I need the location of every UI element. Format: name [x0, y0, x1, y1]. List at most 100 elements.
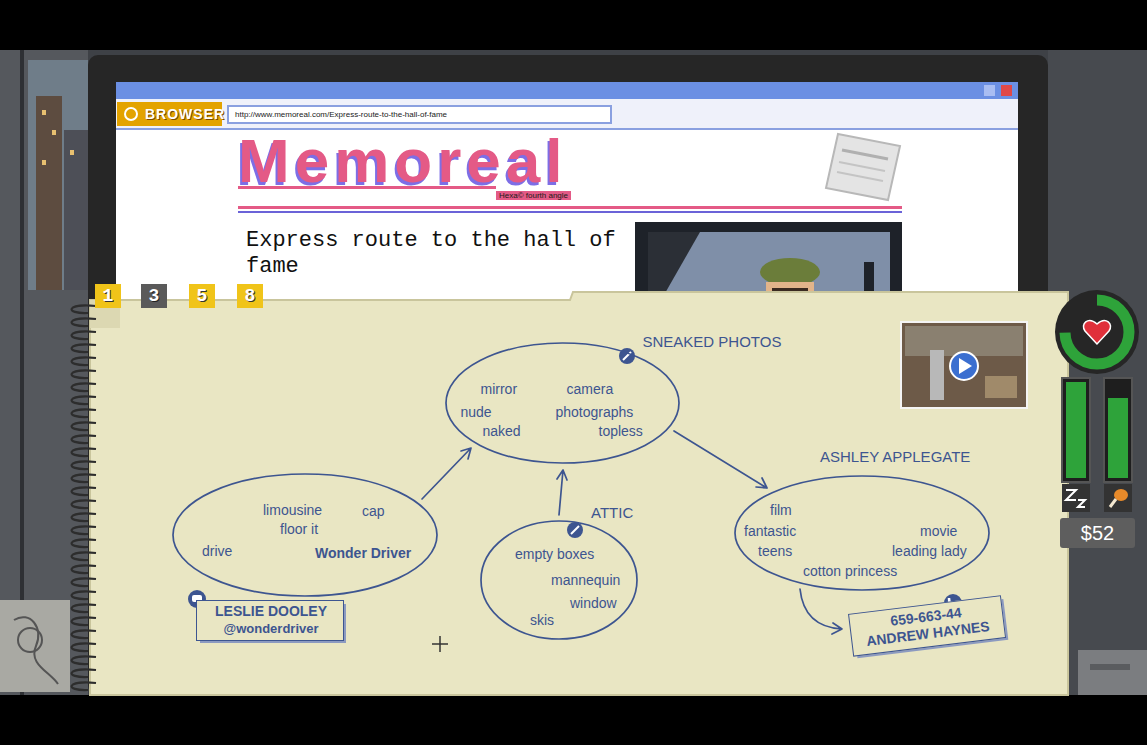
heart-icon — [1083, 321, 1110, 344]
browser-toolbar — [116, 99, 1018, 129]
spiral-ring — [72, 565, 96, 573]
car-mirror — [864, 262, 874, 292]
food-bar — [1104, 378, 1132, 482]
notebook-tab — [141, 284, 167, 308]
wall-sketch — [0, 600, 70, 692]
video-thumbnail — [901, 322, 1027, 408]
spiral-ring — [72, 461, 96, 469]
spiral-ring — [72, 630, 96, 638]
driver-cap — [760, 258, 820, 286]
spiral-ring — [72, 617, 96, 625]
keyword-text: topless — [599, 423, 643, 440]
keyword-text: naked — [483, 423, 521, 440]
spiral-ring — [72, 578, 96, 586]
spiral-ring — [72, 552, 96, 560]
spiral-ring — [72, 435, 96, 443]
topic-ellipse: limousinecapfloor itdriveWonder Driver — [172, 473, 438, 597]
site-tagline: Hexa© fourth angle — [496, 191, 571, 200]
keyword-text: photographs — [556, 404, 634, 421]
drawer-handle — [1090, 664, 1130, 670]
spiral-ring — [72, 604, 96, 612]
article-headline: Express route to the hall of fame — [246, 228, 634, 280]
spiral-ring — [72, 669, 96, 677]
newspaper-line — [839, 162, 885, 171]
building-light — [70, 150, 74, 155]
spiral-ring — [72, 318, 96, 326]
notebook-tab — [189, 284, 215, 308]
keyword-text: cotton princess — [803, 563, 897, 580]
building-light — [42, 110, 46, 115]
sleep-icon — [1066, 490, 1085, 507]
spiral-ring — [72, 422, 96, 430]
keyword-text: film — [770, 502, 792, 519]
newspaper-line — [837, 172, 883, 181]
edit-icon-pencil — [571, 526, 579, 534]
food-icon-box — [1104, 484, 1132, 512]
building-light — [52, 130, 56, 135]
keyword-text: camera — [567, 381, 614, 398]
masthead-rule — [238, 206, 902, 209]
ellipse-stroke — [735, 476, 989, 590]
spiral-ring — [72, 513, 96, 521]
city-building — [36, 96, 62, 290]
notebook-tab-number: 5 — [189, 285, 215, 307]
city-window — [28, 60, 88, 290]
keyword-text: mirror — [481, 381, 518, 398]
topic-ellipse: ASHLEY APPLEGATEfilmfantasticmovieteensl… — [734, 475, 990, 591]
window-titlebar — [116, 82, 1018, 99]
notebook-tab-number: 8 — [237, 285, 263, 307]
spiral-ring — [72, 448, 96, 456]
spiral-ring — [72, 487, 96, 495]
health-dial — [1055, 290, 1139, 374]
keyword-text: empty boxes — [515, 546, 594, 563]
spiral-ring — [72, 500, 96, 508]
health-ring — [1065, 300, 1129, 364]
food-icon-bone — [1110, 499, 1116, 507]
city-building — [64, 130, 88, 290]
food-bar-fill — [1108, 398, 1128, 478]
keyword-text: window — [570, 595, 617, 612]
spiral-ring — [72, 591, 96, 599]
money-box — [1060, 518, 1135, 548]
window-frame — [20, 50, 24, 695]
ellipse-stroke — [446, 343, 679, 463]
notebook-tab — [95, 284, 121, 308]
notebook-tab — [237, 284, 263, 308]
thumbnail-mannequin — [930, 350, 944, 400]
spiral-ring — [72, 474, 96, 482]
keyword-text: mannequin — [551, 572, 620, 589]
newspaper-icon — [826, 134, 900, 200]
spiral-ring — [72, 396, 96, 404]
hand-drawn-arrow — [800, 589, 842, 634]
thumbnail-box — [985, 376, 1017, 398]
notebook-spiral — [72, 305, 96, 690]
keyword-text: limousine — [263, 502, 322, 519]
newspaper-line — [842, 150, 888, 159]
play-button — [950, 352, 978, 380]
drawer — [1078, 650, 1147, 695]
sleep-bar-fill — [1066, 382, 1086, 478]
topic-heading: ASHLEY APPLEGATE — [820, 448, 970, 465]
keyword-text: teens — [758, 543, 792, 560]
hand-drawn-arrow — [557, 470, 567, 515]
browser-icon — [125, 108, 137, 120]
notebook-tab-number: 1 — [95, 285, 121, 307]
letterbox-top — [0, 0, 1147, 50]
spiral-ring — [72, 383, 96, 391]
notebook-tab-number: 3 — [141, 285, 167, 307]
topic-heading: SNEAKED PHOTOS — [643, 333, 782, 350]
spiral-ring — [72, 643, 96, 651]
ellipse-stroke — [481, 521, 637, 639]
keyword-text: movie — [920, 523, 957, 540]
keyword-text: nude — [461, 404, 492, 421]
topic-ellipse: ATTICempty boxesmannequinwindowskis — [480, 520, 638, 640]
keyword-text: skis — [530, 612, 554, 629]
url-box — [228, 106, 611, 123]
keyword-text: drive — [202, 543, 232, 560]
close-button — [1001, 85, 1012, 96]
keyword-text: Wonder Driver — [315, 545, 411, 562]
browser-button-label: BROWSER — [145, 106, 225, 122]
